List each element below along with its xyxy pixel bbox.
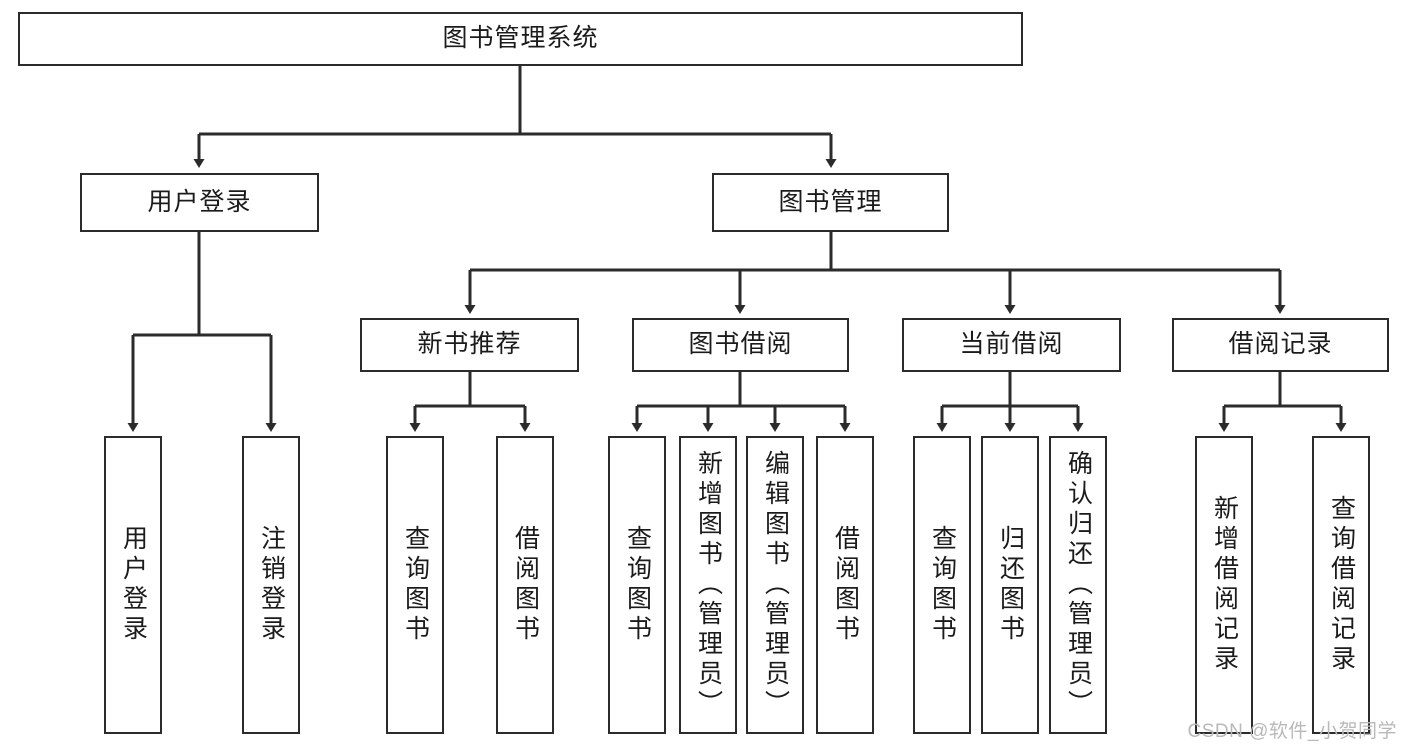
- leaf-user-login-signin[interactable]: 用户登录: [104, 436, 162, 734]
- leaf-borrow-edit-book[interactable]: 编辑图书（管理员）: [746, 436, 804, 734]
- node-label: 查询图书: [623, 525, 652, 645]
- node-label: 借阅图书: [831, 525, 860, 645]
- node-label: 借阅记录: [1228, 330, 1333, 359]
- node-label: 确认归还（管理员）: [1064, 450, 1093, 720]
- node-label: 查询借阅记录: [1327, 495, 1356, 675]
- leaf-borrow-borrow-book[interactable]: 借阅图书: [816, 436, 874, 734]
- leaf-record-query[interactable]: 查询借阅记录: [1312, 436, 1370, 734]
- node-current-borrow[interactable]: 当前借阅: [902, 318, 1121, 372]
- node-label: 编辑图书（管理员）: [761, 450, 790, 720]
- leaf-borrow-query-book[interactable]: 查询图书: [608, 436, 666, 734]
- node-label: 新增图书（管理员）: [694, 450, 723, 720]
- node-label: 注销登录: [257, 525, 286, 645]
- node-label: 新书推荐: [417, 330, 522, 359]
- node-borrow-record[interactable]: 借阅记录: [1172, 318, 1389, 372]
- leaf-user-login-signout[interactable]: 注销登录: [242, 436, 300, 734]
- node-user-login[interactable]: 用户登录: [80, 173, 319, 232]
- leaf-record-add[interactable]: 新增借阅记录: [1195, 436, 1253, 734]
- leaf-current-return-book[interactable]: 归还图书: [981, 436, 1039, 734]
- node-label: 图书借阅: [688, 330, 793, 359]
- leaf-new-book-borrow[interactable]: 借阅图书: [496, 436, 554, 734]
- node-root-system[interactable]: 图书管理系统: [18, 12, 1023, 66]
- leaf-current-confirm-return[interactable]: 确认归还（管理员）: [1049, 436, 1107, 734]
- node-new-book-recommend[interactable]: 新书推荐: [360, 318, 579, 372]
- node-book-management[interactable]: 图书管理: [712, 173, 949, 232]
- node-label: 用户登录: [147, 187, 252, 216]
- leaf-current-query-book[interactable]: 查询图书: [913, 436, 971, 734]
- node-label: 借阅图书: [511, 525, 540, 645]
- node-label: 图书管理: [778, 187, 883, 216]
- node-label: 查询图书: [928, 525, 957, 645]
- leaf-new-book-query[interactable]: 查询图书: [386, 436, 444, 734]
- watermark: CSDN @软件_小贺同学: [1187, 721, 1397, 742]
- node-label: 图书管理系统: [442, 24, 599, 53]
- node-label: 用户登录: [119, 525, 148, 645]
- node-label: 归还图书: [996, 525, 1025, 645]
- node-book-borrow[interactable]: 图书借阅: [632, 318, 849, 372]
- node-label: 查询图书: [401, 525, 430, 645]
- leaf-borrow-add-book[interactable]: 新增图书（管理员）: [679, 436, 737, 734]
- node-label: 当前借阅: [959, 330, 1064, 359]
- node-label: 新增借阅记录: [1210, 495, 1239, 675]
